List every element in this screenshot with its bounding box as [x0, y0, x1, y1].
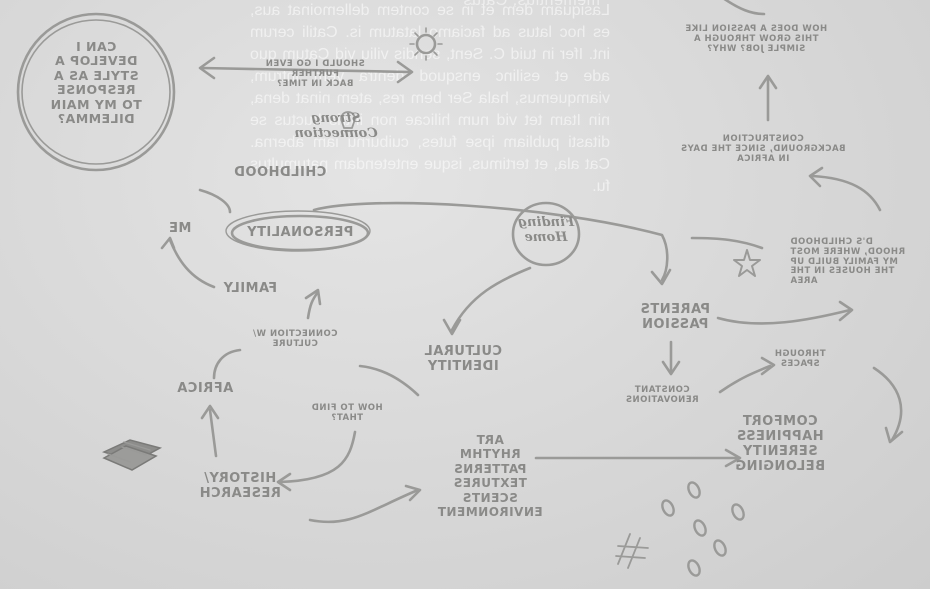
node-comfort: COMFORT HAPPINESS SERENITY BELONGING: [734, 414, 826, 474]
arrowhead: [758, 74, 778, 90]
arrowhead: [760, 356, 776, 376]
arrow-cultural-howfind: [358, 364, 420, 397]
arrow-personality-parents: [312, 201, 669, 282]
node-parents-childhood: D'S CHILDHOOD RHOOD, WHERE MOST MY FAMIL…: [790, 237, 906, 287]
arrow-renovations-spaces: [718, 364, 772, 394]
node-question: CAN I DEVELOP A STYLE AS A RESPONSE TO M…: [50, 39, 142, 126]
node-how-find: HOW TO FIND THAT?: [311, 403, 383, 423]
node-me: ME: [168, 221, 192, 236]
arrowhead: [650, 268, 672, 286]
node-art-list: ART RHYTHM PATTERNS TEXTURES SCENTS ENVI…: [437, 433, 543, 519]
book-icon: [101, 439, 163, 471]
node-finding-home: Finding Home: [517, 215, 575, 245]
arrowhead: [304, 288, 322, 306]
node-history: HISTORY/ RESEARCH: [199, 471, 281, 501]
node-cultural-identity: CULTURAL IDENTITY: [424, 344, 503, 374]
arrow-star: [690, 236, 764, 250]
arrow-connection-family: [306, 290, 320, 320]
star-icon: [733, 249, 761, 277]
arrowhead: [160, 236, 176, 250]
arrow-home-cultural: [450, 266, 532, 332]
arrowhead: [198, 56, 216, 80]
arrowhead: [442, 318, 462, 336]
finding-home-circle: [511, 201, 581, 267]
node-africa: AFRICA: [176, 381, 234, 396]
arrowhead: [884, 426, 904, 444]
lightbulb-icon: [340, 111, 356, 132]
node-strong-connection: Strong Connection: [294, 111, 378, 141]
node-go-back: SHOULD I GO EVEN FURTHER BACK IN TIME?: [265, 59, 365, 89]
hashtag-icon: [615, 533, 649, 569]
arrow-childhood-construction: [810, 174, 882, 212]
arrow-childhood-me: [198, 188, 232, 214]
node-childhood-top: CHILDHOOD: [233, 165, 327, 180]
arrowhead: [838, 300, 854, 322]
arrowhead: [396, 60, 414, 84]
arrowhead: [808, 166, 824, 188]
node-constant-renovations: CONSTANT RENOVATIONS: [625, 385, 699, 405]
node-construction: CONSTRUCTION BACKGROUND, SINCE THE DAYS …: [680, 134, 846, 164]
personality-circle: [230, 214, 370, 252]
arrow-question-goback: [200, 66, 412, 74]
arrow-spaces-comfort: [872, 366, 903, 442]
loops-icon: [661, 481, 745, 577]
node-through-spaces: THROUGH SPACES: [774, 349, 826, 369]
question-circle: [16, 12, 176, 172]
arrow-history-africa: [208, 408, 218, 458]
question-circle-inner: [21, 19, 171, 165]
arrow-parents-right: [716, 308, 852, 325]
arrowhead: [661, 360, 681, 376]
arrow-howfind-history: [278, 430, 357, 484]
node-family: FAMILY: [223, 281, 277, 296]
sun-icon: [409, 27, 443, 61]
node-passion-grow: HOW DOES A PASSION LIKE THIS GROW THROUG…: [684, 24, 828, 54]
arrowhead: [724, 448, 742, 468]
personality-circle-outer: [225, 210, 371, 252]
arrow-africa-connection: [212, 348, 242, 380]
node-parents-passion: PARENTS PASSION: [640, 302, 710, 332]
arrowhead: [404, 484, 422, 502]
node-personality: PERSONALITY: [246, 225, 354, 240]
arrow-history-art: [308, 488, 420, 524]
arrow-top: [718, 0, 766, 16]
arrowhead: [200, 404, 220, 420]
arrowhead: [276, 472, 292, 492]
node-connection-culture: CONNECTION W/ CULTURE: [252, 329, 338, 349]
arrow-me-family: [168, 238, 216, 289]
